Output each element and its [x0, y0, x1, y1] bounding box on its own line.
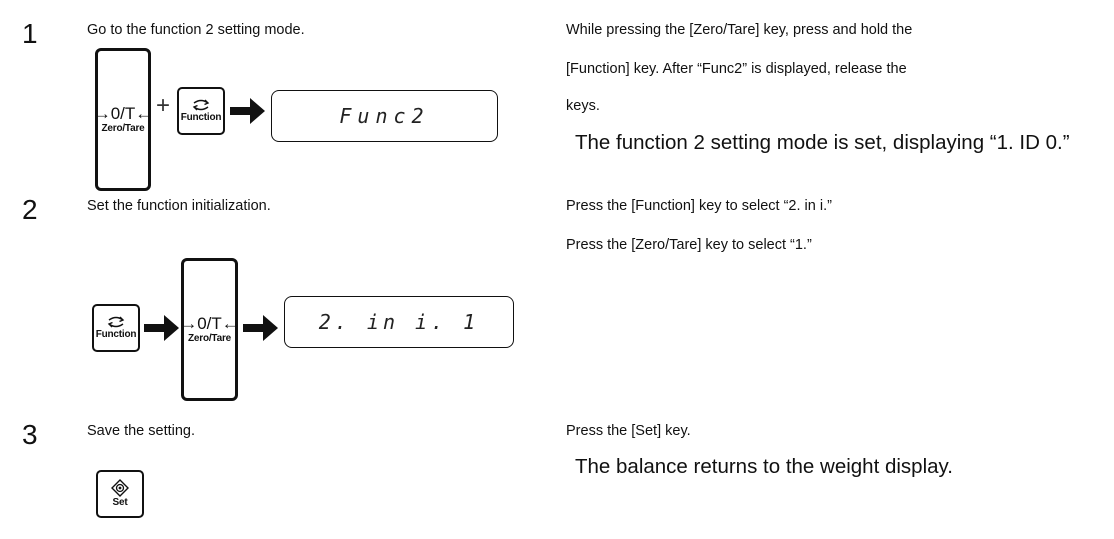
step-3-instruction: Save the setting.: [87, 423, 196, 439]
set-diamond-icon: [110, 479, 130, 497]
step-2-desc-line-1: Press the [Function] key to select “2. i…: [566, 198, 832, 214]
function-label: Function: [180, 112, 222, 123]
arrow-right-icon: [243, 313, 279, 343]
arrow-right-icon: [144, 313, 180, 343]
lcd-text: 2. in i. 1: [318, 310, 480, 334]
function-key[interactable]: Function: [92, 304, 140, 352]
step-2-desc-line-2: Press the [Zero/Tare] key to select “1.”: [566, 237, 812, 253]
step-3-desc-line-1: Press the [Set] key.: [566, 423, 691, 439]
lcd-text: Func2: [339, 104, 430, 128]
set-label: Set: [112, 497, 128, 508]
zero-tare-symbol: →0/T←: [180, 314, 239, 333]
step-1-desc-line-3: keys.: [566, 98, 600, 114]
function-label: Function: [95, 329, 137, 340]
step-1-desc-line-2: [Function] key. After “Func2” is display…: [566, 61, 907, 77]
function-cycle-icon: [191, 98, 211, 112]
zero-tare-label: Zero/Tare: [101, 123, 145, 134]
step-1-number: 1: [22, 18, 38, 49]
zero-tare-symbol: →0/T←: [93, 104, 153, 123]
lcd-display-func2: Func2: [271, 90, 498, 142]
zero-tare-key[interactable]: →0/T← Zero/Tare: [93, 48, 153, 191]
step-1-desc-line-1: While pressing the [Zero/Tare] key, pres…: [566, 22, 913, 38]
set-key[interactable]: Set: [96, 470, 144, 518]
plus-icon: +: [156, 92, 171, 119]
zero-tare-label: Zero/Tare: [187, 333, 232, 344]
function-key[interactable]: Function: [177, 87, 225, 135]
step-1-instruction: Go to the function 2 setting mode.: [87, 22, 305, 38]
function-cycle-icon: [106, 315, 126, 329]
step-1-result: The function 2 setting mode is set, disp…: [575, 131, 1070, 154]
lcd-display-init: 2. in i. 1: [284, 296, 514, 348]
step-3-result: The balance returns to the weight displa…: [575, 455, 953, 478]
arrow-right-icon: [230, 96, 266, 126]
step-2-number: 2: [22, 194, 38, 225]
step-2-instruction: Set the function initialization.: [87, 198, 271, 214]
zero-tare-key[interactable]: →0/T← Zero/Tare: [180, 258, 239, 401]
step-3-number: 3: [22, 419, 38, 450]
